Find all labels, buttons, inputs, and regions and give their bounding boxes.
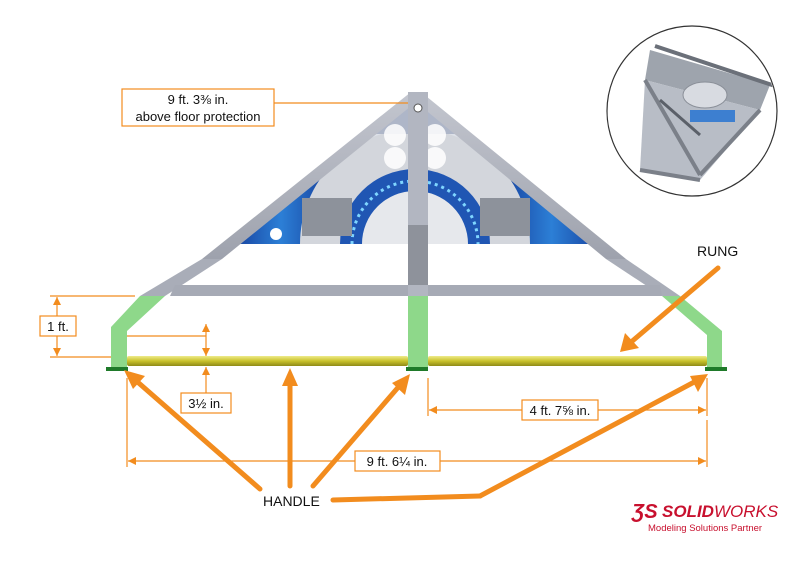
rung-bar [127, 356, 707, 366]
dim-three-half: 3½ in. [180, 392, 232, 414]
brand-suffix: WORKS [714, 502, 779, 521]
dim-top-height-line1: 9 ft. 3⅜ in. [168, 92, 229, 107]
callout-arrowheads [124, 333, 708, 395]
dimension-lines [50, 102, 708, 467]
dim-full-span: 9 ft. 6¼ in. [354, 450, 441, 472]
rung-label: RUNG [697, 243, 738, 259]
callout-arrows [130, 265, 721, 503]
dim-top-height: 9 ft. 3⅜ in. above floor protection [121, 88, 275, 127]
svg-text:SOLIDWORKS: SOLIDWORKS [662, 502, 779, 521]
handle-label: HANDLE [263, 493, 320, 509]
dim-full-span-label: 9 ft. 6¼ in. [367, 454, 428, 469]
handle-frame [106, 296, 727, 371]
dimension-arrowheads [53, 297, 706, 465]
ds-logo-icon: ƷS [631, 501, 658, 523]
handle-foot-right [705, 367, 727, 371]
dim-three-half-label: 3½ in. [188, 396, 223, 411]
dim-one-ft: 1 ft. [39, 315, 77, 337]
inset-3d-view [606, 25, 778, 197]
dim-one-ft-label: 1 ft. [47, 319, 69, 334]
solidworks-logo: ƷS SOLIDWORKS Modeling Solutions Partner [631, 501, 779, 534]
frame [140, 92, 680, 297]
brand-prefix: SOLID [662, 502, 714, 521]
handle-foot-left [106, 367, 128, 371]
dim-half-span: 4 ft. 7⅝ in. [521, 399, 599, 421]
emblem-icon [270, 228, 282, 240]
handle-foot-center [406, 367, 428, 371]
dim-top-height-line2: above floor protection [135, 109, 260, 124]
dim-half-span-label: 4 ft. 7⅝ in. [530, 403, 591, 418]
brand-subtitle: Modeling Solutions Partner [648, 523, 762, 534]
